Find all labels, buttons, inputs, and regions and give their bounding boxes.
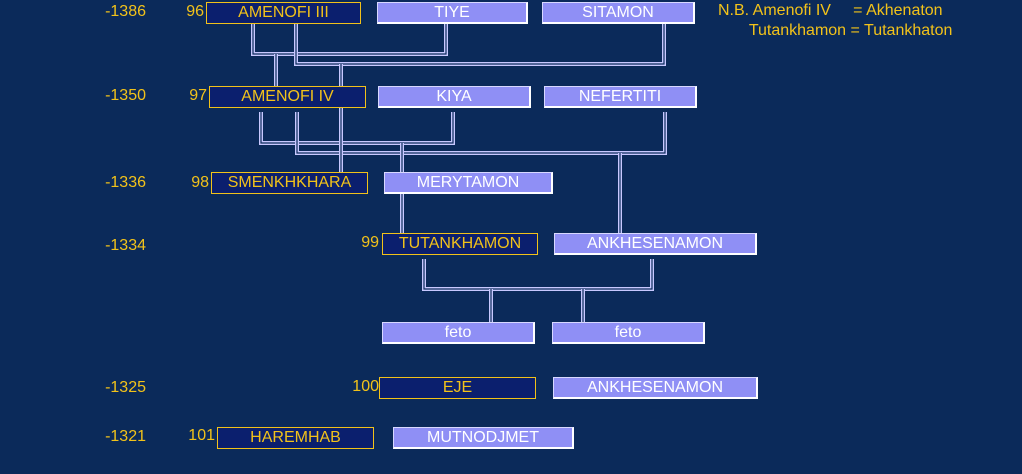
year-label: -1321 [105, 428, 146, 445]
person-box-mutnodjmet: MUTNODJMET [393, 427, 574, 449]
person-box-ankhesenamon: ANKHESENAMON [554, 233, 757, 255]
pharaoh-number: 97 [189, 87, 207, 104]
note-line-1: N.B. Amenofi IV = Akhenaton [718, 2, 943, 19]
person-box-feto: feto [382, 322, 535, 344]
pharaoh-number: 96 [186, 3, 204, 20]
note-line-2: Tutankhamon = Tutankhaton [718, 22, 953, 39]
person-box-kiya: KIYA [378, 86, 531, 108]
year-label: -1350 [105, 87, 146, 104]
person-box-nefertiti: NEFERTITI [544, 86, 697, 108]
pharaoh-number: 100 [352, 378, 379, 395]
connector-line-core [260, 112, 454, 144]
pharaoh-number: 101 [188, 427, 215, 444]
person-box-haremhab: HAREMHAB [217, 427, 374, 449]
connector-line-core [252, 24, 447, 55]
connector-line [422, 259, 654, 291]
person-box-tutankhamon: TUTANKHAMON [382, 233, 538, 255]
year-label: -1325 [105, 379, 146, 396]
year-label: -1334 [105, 237, 146, 254]
connector-line [251, 24, 448, 56]
name-equivalence-note: N.B. Amenofi IV = Akhenaton Tutankhamon … [718, 1, 952, 41]
person-box-merytamon: MERYTAMON [384, 172, 553, 194]
connector-line-core [423, 259, 653, 290]
connector-line [259, 112, 455, 145]
pharaoh-number: 98 [191, 174, 209, 191]
person-box-tiye: TIYE [377, 2, 528, 24]
person-box-amenofi-iii: AMENOFI III [206, 2, 361, 24]
year-label: -1336 [105, 174, 146, 191]
pharaoh-number: 99 [361, 234, 379, 251]
person-box-sitamon: SITAMON [542, 2, 695, 24]
person-box-smenkhkhara: SMENKHKHARA [211, 172, 368, 194]
person-box-amenofi-iv: AMENOFI IV [209, 86, 366, 108]
connector-line-core [295, 24, 665, 65]
person-box-ankhesenamon-2: ANKHESENAMON [553, 377, 758, 399]
year-label: -1386 [105, 3, 146, 20]
connector-line [294, 24, 666, 66]
person-box-eje: EJE [379, 377, 536, 399]
connector-line-core [296, 112, 666, 154]
connector-line [295, 112, 667, 155]
person-box-feto: feto [552, 322, 705, 344]
